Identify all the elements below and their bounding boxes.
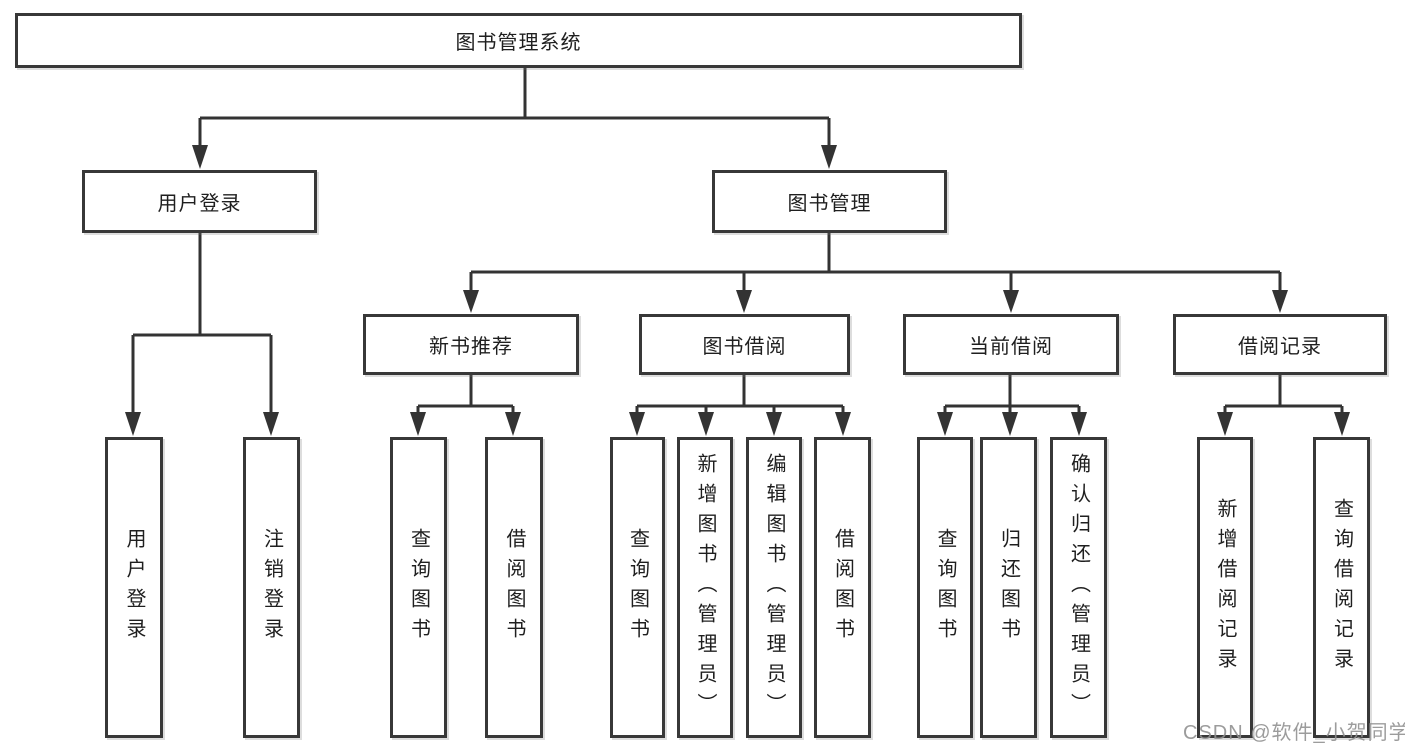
leaf-records-query-record: 查询借阅记录: [1313, 437, 1370, 738]
leaf-borrow-borrow-book: 借阅图书: [814, 437, 871, 738]
leaf-borrow-edit-book: 编辑图书（管理员）: [746, 437, 802, 738]
leaf-newbook-borrow-book: 借阅图书: [485, 437, 543, 738]
leaf-user-login: 用户登录: [105, 437, 163, 738]
leaf-records-add-record: 新增借阅记录: [1197, 437, 1253, 738]
leaf-current-query-book: 查询图书: [917, 437, 973, 738]
node-borrow-records: 借阅记录: [1173, 314, 1387, 375]
node-book-borrow: 图书借阅: [639, 314, 850, 375]
leaf-newbook-query-book: 查询图书: [390, 437, 447, 738]
node-library-system: 图书管理系统: [15, 13, 1022, 68]
leaf-current-return-book: 归还图书: [980, 437, 1037, 738]
node-current-borrow: 当前借阅: [903, 314, 1119, 375]
node-new-book-recommend: 新书推荐: [363, 314, 579, 375]
leaf-logout: 注销登录: [243, 437, 300, 738]
node-user-login: 用户登录: [82, 170, 317, 233]
node-book-management: 图书管理: [712, 170, 947, 233]
leaf-borrow-add-book: 新增图书（管理员）: [677, 437, 733, 738]
leaf-borrow-query-book: 查询图书: [610, 437, 665, 738]
leaf-current-confirm-return: 确认归还（管理员）: [1050, 437, 1107, 738]
csdn-watermark: CSDN @软件_小贺同学: [1183, 722, 1405, 744]
